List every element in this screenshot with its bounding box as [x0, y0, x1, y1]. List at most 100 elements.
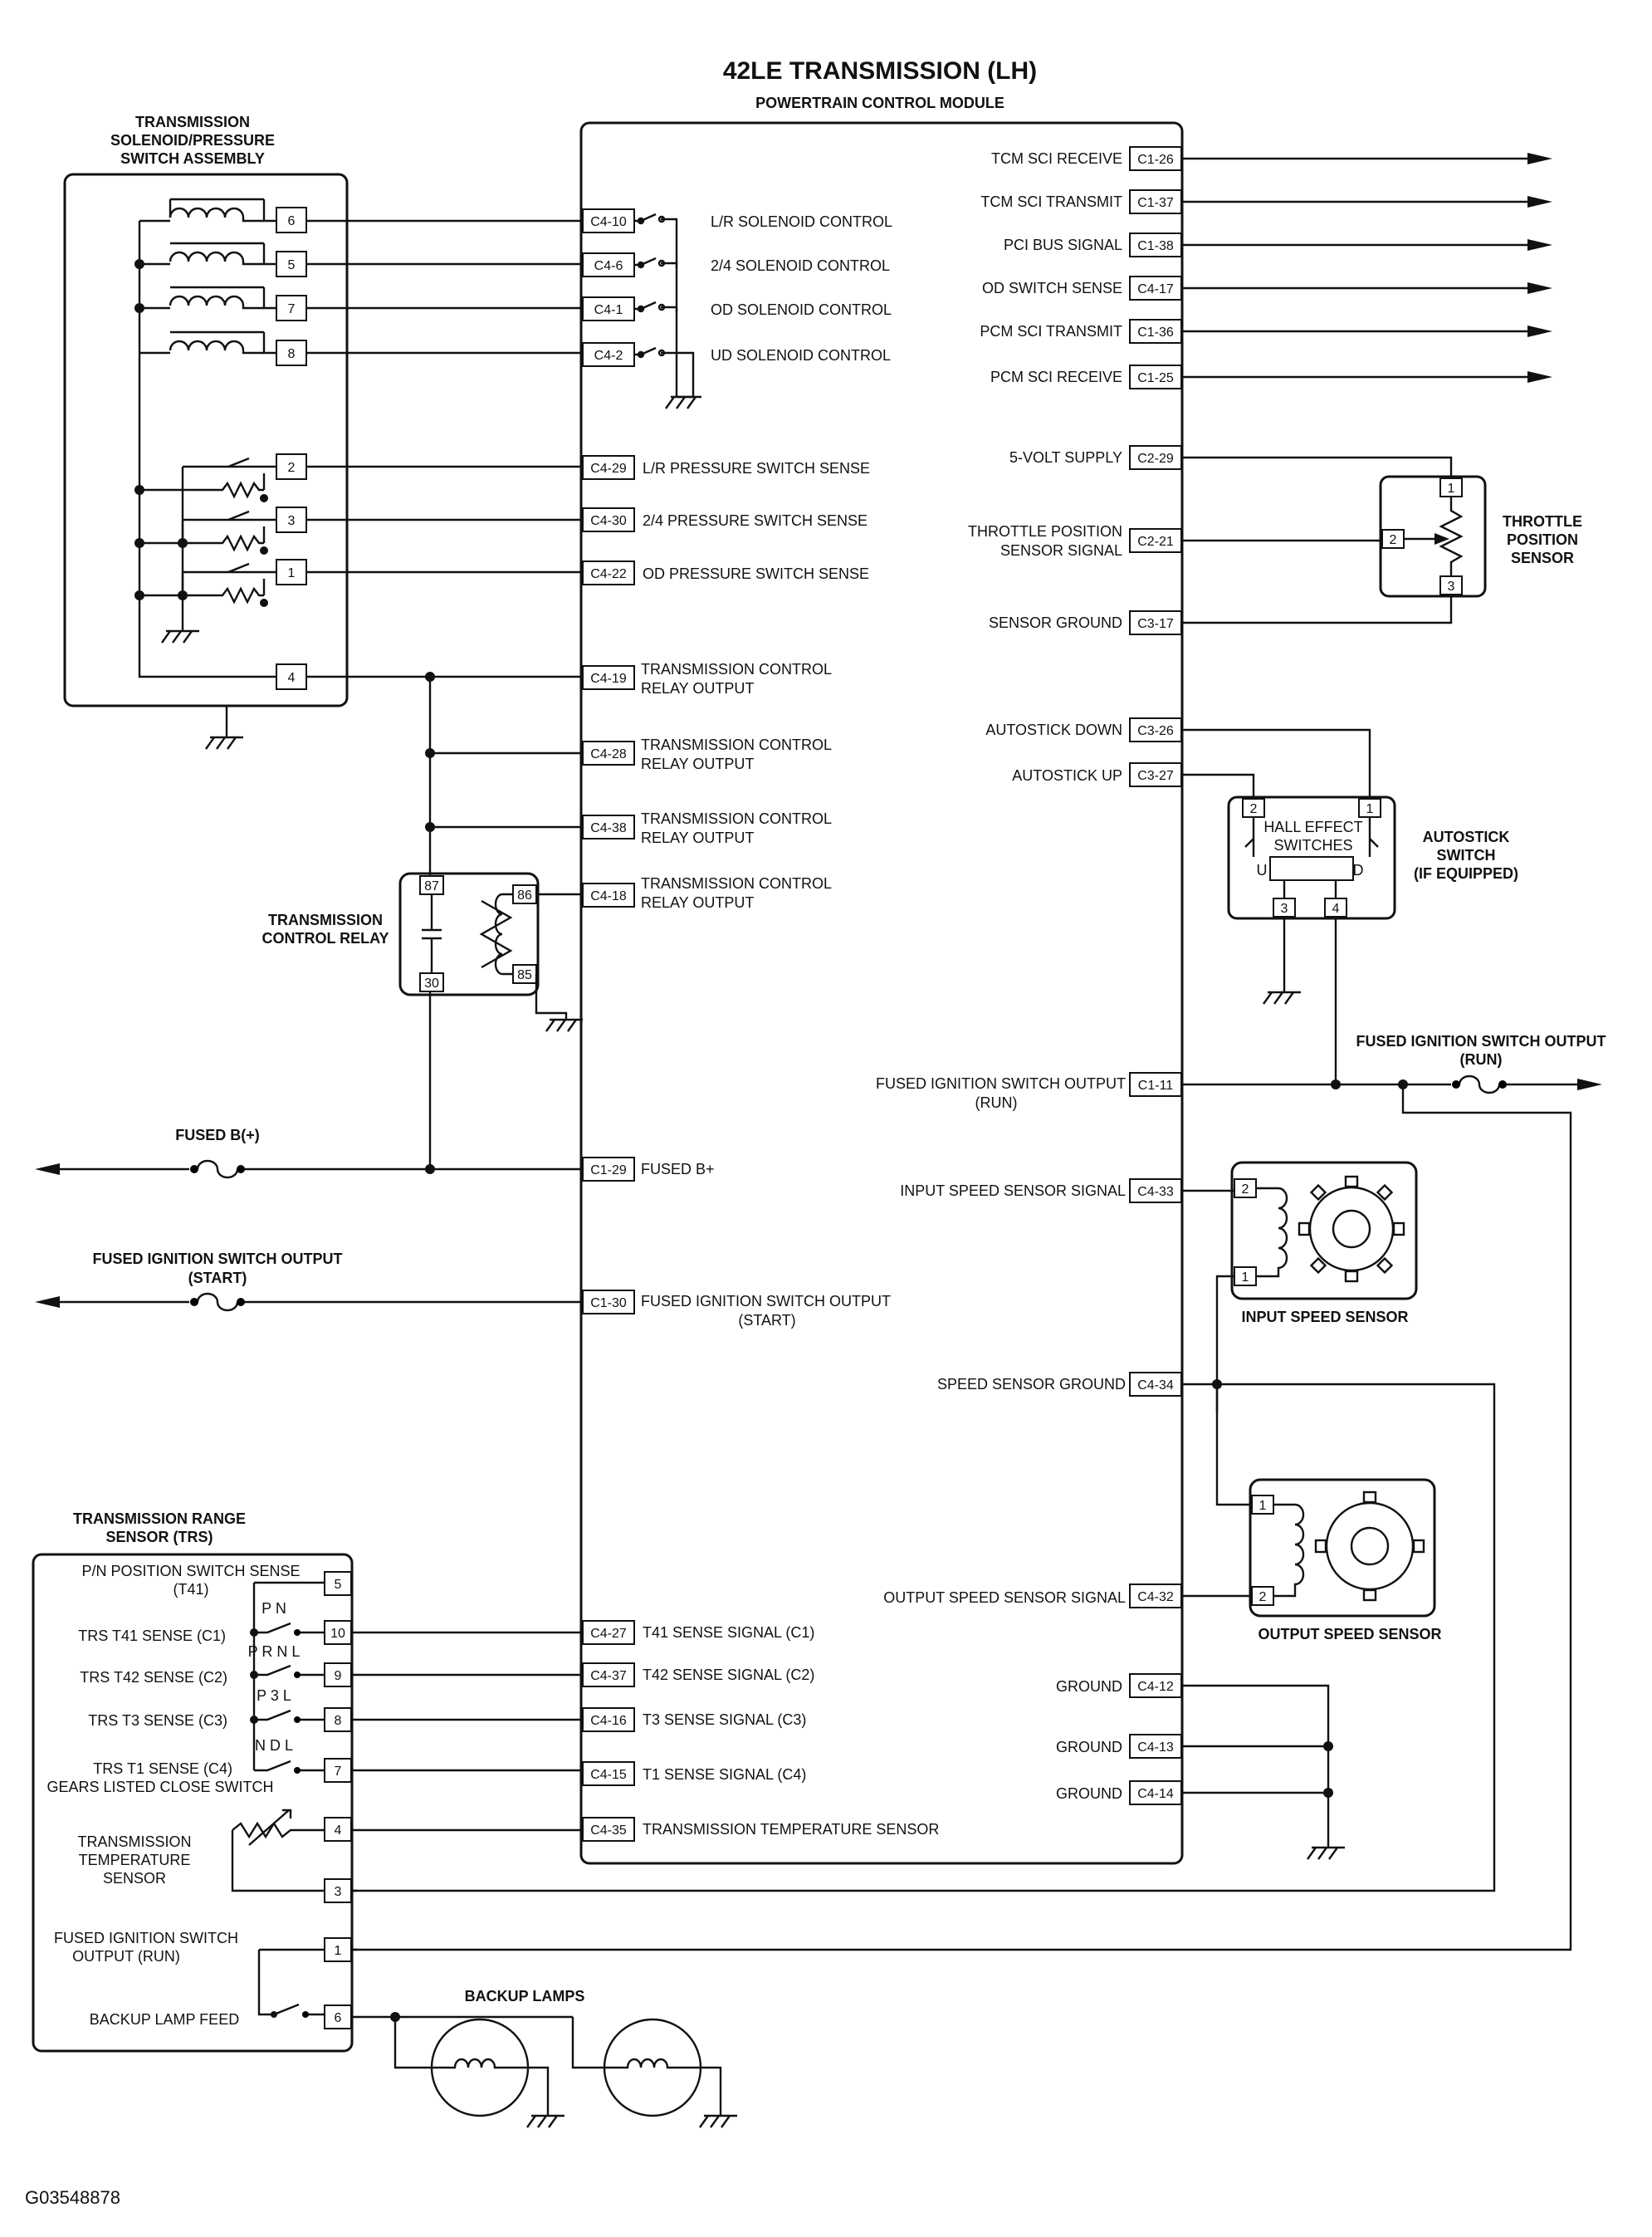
tps-pin: 1 — [1448, 482, 1455, 496]
pcm-signal-label: GROUND — [1056, 1678, 1122, 1695]
pcm-pin-label: C1-29 — [590, 1163, 627, 1177]
relay-pin: 87 — [424, 879, 439, 893]
solenoid-assembly-title: TRANSMISSION — [135, 114, 250, 130]
pcm-signal-label: L/R SOLENOID CONTROL — [711, 213, 892, 230]
trs-fused-label: FUSED IGNITION SWITCH — [54, 1930, 238, 1946]
pcm-signal-label: OD SWITCH SENSE — [982, 280, 1122, 296]
pcm-title: POWERTRAIN CONTROL MODULE — [755, 95, 1004, 111]
pcm-signal-label: SENSOR GROUND — [989, 614, 1122, 631]
trs-pin: 4 — [335, 1823, 342, 1838]
transmission-control-relay: TRANSMISSION CONTROL RELAY 87 86 30 85 — [261, 872, 583, 1032]
pcm-pin-label: C1-25 — [1137, 371, 1174, 385]
trs-gears: P R N L — [248, 1643, 301, 1660]
tps-pin: 3 — [1448, 580, 1455, 594]
relay-title: CONTROL RELAY — [261, 930, 389, 947]
pcm-signal-label: TCM SCI TRANSMIT — [980, 193, 1122, 210]
ignition-run-label: (RUN) — [1460, 1051, 1503, 1068]
pcm-signal-label: OD PRESSURE SWITCH SENSE — [643, 565, 869, 582]
pcm-pin-label: C4-14 — [1137, 1787, 1174, 1801]
input-speed-sensor: INPUT SPEED SENSOR 2 1 — [1181, 1161, 1418, 1506]
relay-bus — [428, 677, 583, 1169]
pcm-pin-label: C2-29 — [1137, 452, 1174, 466]
pcm-signal-label: T42 SENSE SIGNAL (C2) — [643, 1667, 814, 1683]
solenoid-pin: 6 — [288, 214, 296, 228]
autostick-pin: 2 — [1250, 802, 1258, 816]
pcm-signal-label: L/R PRESSURE SWITCH SENSE — [643, 460, 870, 477]
pcm-pin-label: C4-6 — [594, 259, 623, 273]
pcm-signal-label: T3 SENSE SIGNAL (C3) — [643, 1711, 806, 1728]
pcm-signal-label: OD SOLENOID CONTROL — [711, 301, 892, 318]
pcm-pin-label: C4-30 — [590, 514, 627, 528]
trs-pin: 7 — [335, 1765, 342, 1779]
output-speed-sensor-title: OUTPUT SPEED SENSOR — [1258, 1626, 1441, 1642]
tps-title: POSITION — [1507, 531, 1578, 548]
trs-label: TRS T42 SENSE (C2) — [80, 1669, 227, 1686]
trs-temp-label: TRANSMISSION — [77, 1833, 191, 1850]
pcm-pin-label: C4-35 — [590, 1823, 627, 1838]
pcm-pin-label: C4-19 — [590, 672, 627, 686]
output-speed-sensor: OUTPUT SPEED SENSOR 1 2 — [1181, 1478, 1442, 1642]
solenoid-pin: 2 — [288, 461, 296, 475]
trs-pin: 9 — [335, 1669, 342, 1683]
autostick-title: SWITCH — [1437, 847, 1496, 864]
pcm-signal-label: T41 SENSE SIGNAL (C1) — [643, 1624, 814, 1641]
solenoid-pin: 5 — [288, 258, 296, 272]
fused-bplus-source: FUSED B(+) — [35, 1127, 583, 1179]
autostick-inner-label: SWITCHES — [1273, 837, 1352, 854]
solenoid-pin: 7 — [288, 302, 296, 316]
pcm-pin-label: C1-30 — [590, 1296, 627, 1310]
trs-title: SENSOR (TRS) — [105, 1529, 213, 1545]
pcm-pin-label: C4-16 — [590, 1714, 627, 1728]
pcm-signal-label: T1 SENSE SIGNAL (C4) — [643, 1766, 806, 1783]
pcm-signal-label: SPEED SENSOR GROUND — [937, 1376, 1126, 1393]
pcm-pin-label: C4-34 — [1137, 1378, 1174, 1393]
trs-backup-label: BACKUP LAMP FEED — [90, 2011, 239, 2028]
pcm-right-labels: TCM SCI RECEIVE TCM SCI TRANSMIT PCI BUS… — [876, 150, 1126, 1802]
pcm-signal-label: RELAY OUTPUT — [641, 894, 754, 911]
pcm-pin-label: C3-26 — [1137, 724, 1174, 738]
ignition-run-label: FUSED IGNITION SWITCH OUTPUT — [1356, 1033, 1606, 1050]
trs-pin: 3 — [335, 1885, 342, 1899]
pcm-signal-label: AUTOSTICK DOWN — [985, 722, 1122, 738]
trs-gears: P N — [261, 1600, 286, 1617]
relay-pin: 85 — [517, 968, 532, 982]
pcm-pin-label: C2-21 — [1137, 535, 1174, 549]
trs-label: TRS T1 SENSE (C4) — [93, 1760, 232, 1777]
pcm-pin-label: C3-17 — [1137, 617, 1174, 631]
pcm-left-labels: L/R SOLENOID CONTROL 2/4 SOLENOID CONTRO… — [641, 213, 939, 1838]
pcm-signal-label: THROTTLE POSITION — [968, 523, 1122, 540]
relay-pin: 30 — [424, 977, 439, 991]
solenoid-assembly-title: SOLENOID/PRESSURE — [110, 132, 275, 149]
pcm-signal-label: UD SOLENOID CONTROL — [711, 347, 891, 364]
backup-lamps-title: BACKUP LAMPS — [465, 1988, 585, 2004]
autostick-down-label: D — [1353, 862, 1364, 879]
pcm-signal-label: RELAY OUTPUT — [641, 756, 754, 772]
ignition-start-label: FUSED IGNITION SWITCH OUTPUT — [93, 1251, 343, 1267]
solenoid-pin: 8 — [288, 347, 296, 361]
pcm-pin-label: C4-10 — [590, 215, 627, 229]
tps-title: THROTTLE — [1503, 513, 1582, 530]
pcm-signal-label: AUTOSTICK UP — [1012, 767, 1122, 784]
autostick-pin: 3 — [1281, 902, 1288, 916]
pcm-box — [579, 121, 1184, 1865]
transmission-range-sensor: TRANSMISSION RANGE SENSOR (TRS) 5 10 9 8… — [32, 1510, 354, 2053]
trs-pin: 1 — [335, 1944, 342, 1958]
trs-pin: 10 — [330, 1627, 345, 1641]
solenoid-pin: 1 — [288, 566, 296, 580]
trs-temp-label: SENSOR — [103, 1870, 166, 1887]
pcm-signal-label: 2/4 SOLENOID CONTROL — [711, 257, 890, 274]
throttle-position-sensor: THROTTLE POSITION SENSOR 1 2 3 — [1181, 456, 1582, 624]
pcm-pin-label: C3-27 — [1137, 769, 1174, 783]
pcm-pin-label: C4-12 — [1137, 1680, 1174, 1694]
autostick-switch: AUTOSTICK SWITCH (IF EQUIPPED) 2 1 3 4 H… — [1181, 728, 1518, 1084]
pcm-pin-label: C1-11 — [1138, 1079, 1173, 1093]
pcm-signal-label: RELAY OUTPUT — [641, 680, 754, 697]
pcm-signal-label: PCM SCI RECEIVE — [990, 369, 1122, 385]
figure-id: G03548878 — [25, 2187, 120, 2208]
pcm-pin-label: C4-2 — [594, 349, 623, 363]
pcm-pin-label: C1-38 — [1137, 239, 1174, 253]
relay-title: TRANSMISSION — [268, 912, 383, 928]
diagram-title: 42LE TRANSMISSION (LH) — [723, 57, 1037, 85]
comm-bus-arrows — [1181, 153, 1552, 383]
pcm-pin-label: C4-13 — [1137, 1740, 1174, 1755]
